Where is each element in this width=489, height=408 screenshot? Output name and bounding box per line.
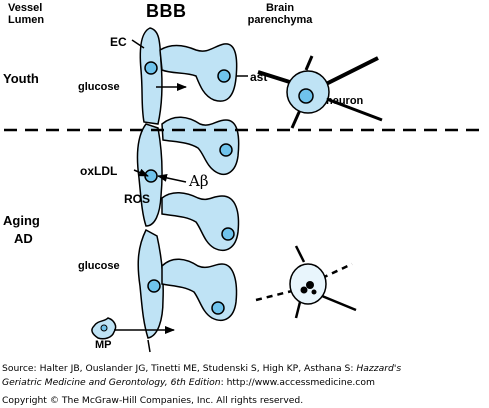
ad-label: AD	[14, 231, 33, 246]
vessel-lumen-header: Vessel Lumen	[8, 2, 45, 26]
ec-label: EC	[110, 35, 127, 49]
ec-nuclei	[144, 61, 161, 293]
arrows	[114, 39, 248, 334]
healthy-neuron	[257, 55, 383, 129]
ros-label: ROS	[124, 192, 151, 206]
copyright-notice: Copyright © The McGraw-Hill Companies, I…	[2, 395, 304, 406]
abeta-label: Aβ	[189, 172, 209, 190]
astrocyte-nuclei	[211, 69, 235, 315]
youth-label: Youth	[3, 71, 39, 86]
macrophage-label: MP	[95, 339, 112, 351]
neuron-label: neuron	[326, 95, 364, 107]
brain-parenchyma-header: Brain parenchyma	[247, 2, 313, 26]
bbb-diagram	[4, 27, 486, 353]
aging-label: Aging	[3, 213, 40, 228]
glucose-label-bottom: glucose	[78, 260, 120, 272]
glucose-label-top: glucose	[78, 81, 120, 93]
astrocyte-label: ast	[250, 70, 268, 84]
oxldl-label: oxLDL	[80, 164, 118, 178]
damaged-neuron	[255, 245, 357, 319]
astrocyte-endfeet	[159, 43, 240, 322]
macrophage	[91, 317, 117, 340]
source-caption: Source: Halter JB, Ouslander JG, Tinetti…	[2, 363, 402, 388]
bbb-header: BBB	[146, 1, 187, 21]
endothelial-cells	[136, 27, 164, 353]
